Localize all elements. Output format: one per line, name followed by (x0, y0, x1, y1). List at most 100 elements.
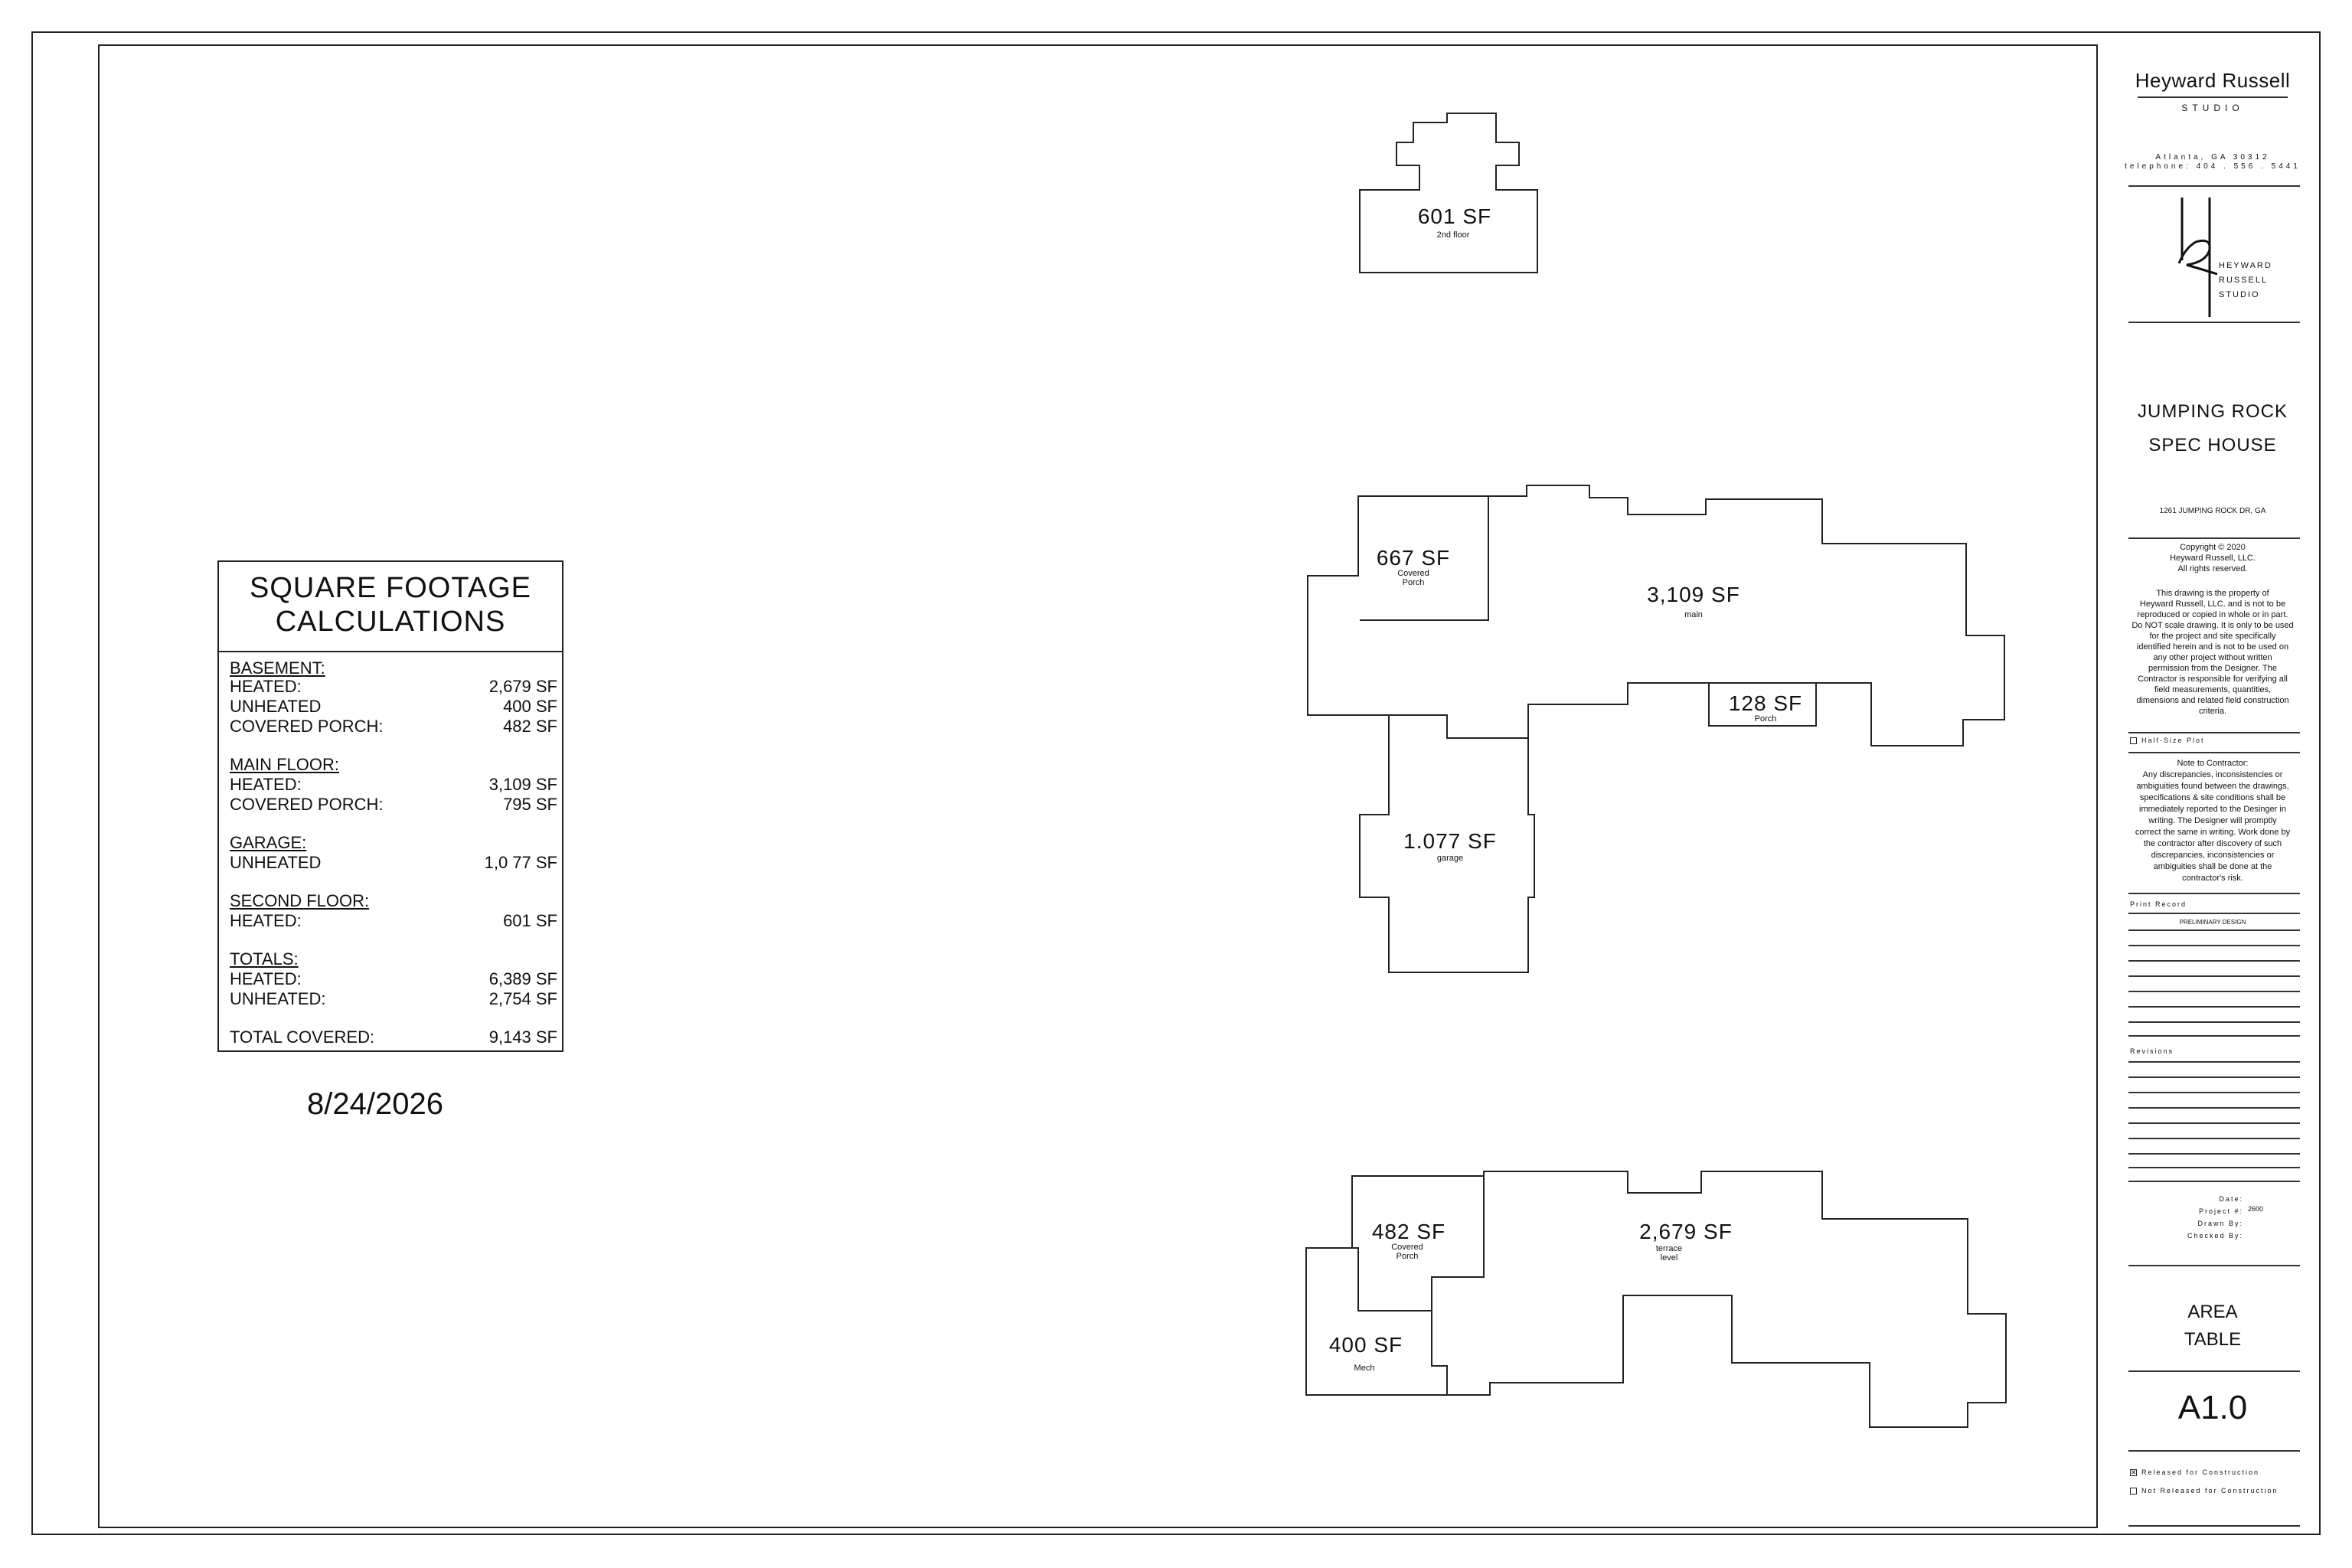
record-line (2128, 975, 2300, 977)
drawing-date: 8/24/2026 (307, 1087, 443, 1121)
record-line (2128, 1035, 2300, 1037)
totals-unheated-row: UNHEATED:2,754 SF (230, 989, 557, 1009)
project-meta: Date: Project #: Drawn By: Checked By: (2159, 1193, 2243, 1242)
copyright2: Heyward Russell, LLC. (2170, 554, 2256, 563)
sheet-title1: AREA (2187, 1302, 2238, 1322)
row-label: UNHEATED (230, 853, 322, 872)
firm-underline (2138, 96, 2288, 98)
divider (2128, 1370, 2300, 1372)
contractor-line: immediately reported to the Desinger in (2139, 805, 2286, 814)
released-checkbox[interactable]: ✕ Released for Construction (2130, 1468, 2259, 1476)
revision-line (2128, 1181, 2300, 1182)
checkbox-icon (2130, 737, 2137, 744)
note-line: Do NOT scale drawing. It is only to be u… (2132, 621, 2294, 630)
terrace-label1: terrace (1656, 1244, 1682, 1253)
contractor-line: Any discrepancies, inconsistencies or (2142, 770, 2283, 779)
square-footage-table: SQUARE FOOTAGE CALCULATIONS BASEMENT: HE… (217, 560, 564, 1052)
row-label: HEATED: (230, 677, 302, 696)
basement-head: BASEMENT: (230, 658, 325, 678)
note-line: for the project and site specifically (2149, 632, 2276, 641)
second-floor-outline (1359, 113, 1538, 273)
row-value: 6,389 SF (488, 969, 557, 988)
main-head-row: MAIN FLOOR: (230, 755, 557, 775)
note-line: Contractor is responsible for verifying … (2138, 675, 2288, 684)
divider (2128, 752, 2300, 753)
row-label: COVERED PORCH: (230, 717, 384, 736)
second-floor-label: 2nd floor (1437, 230, 1470, 240)
copyright: Copyright © 2020 Heyward Russell, LLC. A… (2121, 542, 2305, 574)
not-released-label: Not Released for Construction (2141, 1487, 2278, 1494)
basement-heated-row: HEATED:2,679 SF (230, 677, 557, 697)
terrace-label2: level (1661, 1253, 1678, 1263)
contractor-line: writing. The Designer will promptly (2148, 816, 2277, 825)
garage-label: garage (1437, 854, 1463, 863)
main-label: main (1684, 610, 1703, 619)
note-line: identified herein and is not to be used … (2136, 642, 2289, 652)
drawn-by-label: Drawn By: (2197, 1220, 2243, 1227)
note-line: dimensions and related field constructio… (2136, 696, 2289, 705)
row-label: TOTAL COVERED: (230, 1027, 375, 1047)
property-note: This drawing is the property of Heyward … (2121, 588, 2305, 717)
sf-table-title: SQUARE FOOTAGE CALCULATIONS (219, 562, 562, 652)
row-label: HEATED: (230, 775, 302, 794)
divider (2128, 893, 2300, 894)
main-floor-outline (1307, 485, 2005, 973)
basement-porch-label2: Porch (1396, 1252, 1419, 1261)
sheet-title: AREA TABLE (2121, 1298, 2305, 1354)
divider (2128, 1265, 2300, 1266)
project-no-label: Project #: (2198, 1207, 2243, 1215)
contractor-head: Note to Contractor: (2177, 759, 2249, 768)
divider (2128, 1450, 2300, 1452)
note-line: reproduced or copied in whole or in part… (2137, 610, 2288, 619)
row-value: 3,109 SF (488, 775, 557, 794)
revision-line (2128, 1061, 2300, 1063)
note-line: permission from the Designer. The (2148, 664, 2277, 673)
porch-label: Porch (1755, 714, 1777, 724)
firm-studio: STUDIO (2181, 103, 2244, 113)
garage-head: GARAGE: (230, 833, 307, 852)
address-line2: telephone: 404 . 556 . 5441 (2125, 162, 2301, 171)
print-record-entry: PRELIMINARY DESIGN (2179, 919, 2246, 926)
revision-line (2128, 1153, 2300, 1155)
contractor-note: Note to Contractor: Any discrepancies, i… (2121, 758, 2305, 884)
copyright1: Copyright © 2020 (2180, 543, 2246, 552)
print-record-label: Print Record (2130, 900, 2187, 908)
contractor-line: discrepancies, inconsistencies or (2151, 851, 2275, 860)
note-line: field measurements, quantities, (2154, 685, 2272, 694)
totals-head: TOTALS: (230, 949, 299, 969)
row-value: 482 SF (503, 717, 557, 736)
record-line (2128, 913, 2300, 914)
terrace-area: 2,679 SF (1639, 1220, 1733, 1243)
contractor-line: specifications & site conditions shall b… (2139, 793, 2286, 802)
sheet-number: A1.0 (2177, 1389, 2248, 1426)
main-porch-label1: Covered (1397, 569, 1429, 578)
basement-porch-label1: Covered (1391, 1243, 1423, 1252)
date-label: Date: (2219, 1195, 2243, 1203)
project-no-value: 2600 (2248, 1205, 2264, 1213)
project-name: JUMPING ROCK SPEC HOUSE (2121, 395, 2305, 462)
not-released-checkbox[interactable]: Not Released for Construction (2130, 1487, 2278, 1494)
revision-line (2128, 1076, 2300, 1078)
garage-area: 1.077 SF (1403, 829, 1497, 853)
project-address: 1261 JUMPING ROCK DR, GA (2159, 507, 2266, 515)
total-covered-row: TOTAL COVERED: 9,143 SF (230, 1027, 557, 1047)
row-value: 9,143 SF (488, 1027, 557, 1047)
contractor-line: the contractor after discovery of such (2143, 839, 2282, 848)
released-label: Released for Construction (2141, 1468, 2260, 1476)
basement-porch-row: COVERED PORCH: 482 SF (230, 717, 557, 737)
revisions-label: Revisions (2130, 1047, 2174, 1055)
record-line (2128, 1006, 2300, 1008)
firm-address: Atlanta, GA 30312 telephone: 404 . 556 .… (2121, 153, 2305, 172)
revision-line (2128, 1138, 2300, 1139)
totals-head-row: TOTALS: (230, 949, 557, 969)
record-line (2128, 929, 2300, 931)
drawing-area-border (98, 44, 2098, 1528)
note-line: Heyward Russell, LLC. and is not to be (2139, 599, 2286, 609)
mech-area: 400 SF (1329, 1333, 1403, 1357)
divider (2128, 732, 2300, 733)
record-line (2128, 960, 2300, 962)
half-size-plot-checkbox[interactable]: Half-Size Plot (2130, 737, 2205, 744)
main-porch-area: 667 SF (1377, 546, 1450, 570)
